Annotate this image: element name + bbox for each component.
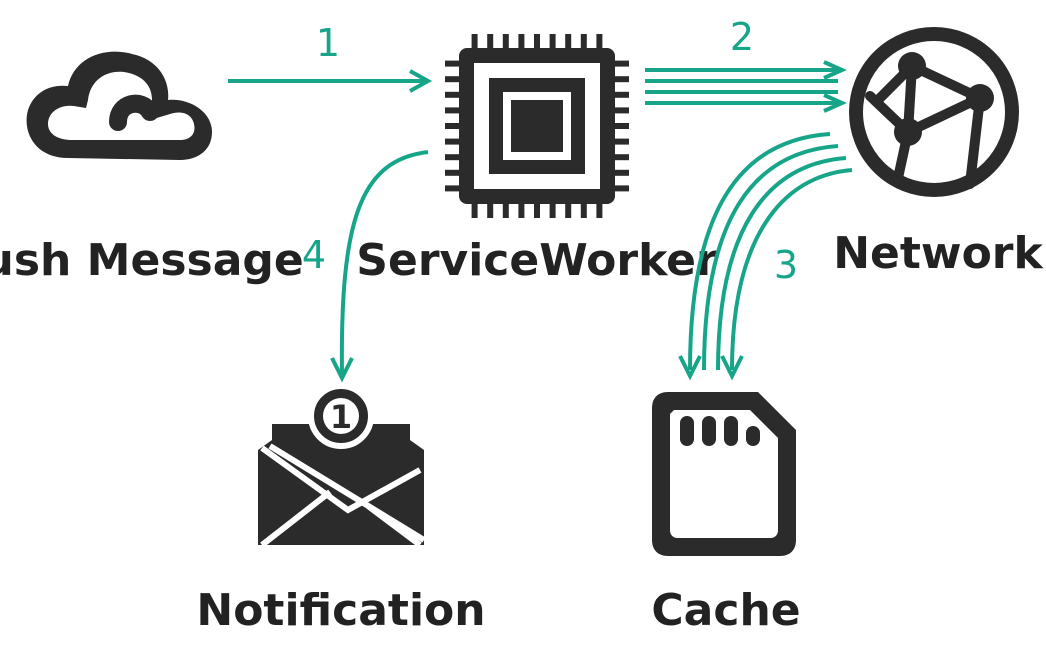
- chip-pin: [471, 34, 478, 48]
- chip-pin: [487, 34, 494, 48]
- chip-pin: [580, 34, 587, 48]
- chip-pin: [596, 34, 603, 48]
- chip-pin: [565, 34, 572, 48]
- envelope-icon: 1: [258, 383, 426, 548]
- serviceworker-label: ServiceWorker: [356, 235, 718, 286]
- chip-icon: [445, 34, 629, 218]
- chip-pin: [615, 107, 629, 114]
- chip-pin: [518, 204, 525, 218]
- chip-pin: [615, 76, 629, 83]
- cache-label: Cache: [651, 585, 800, 636]
- chip-pin: [445, 154, 459, 161]
- chip-pin: [565, 204, 572, 218]
- globe-network-icon: [849, 27, 1019, 197]
- chip-pin: [502, 204, 509, 218]
- cloud-icon: [26, 51, 213, 160]
- step-4-label: 4: [302, 233, 326, 277]
- chip-pin: [445, 138, 459, 145]
- chip-pin: [518, 34, 525, 48]
- notification-label: Notification: [196, 585, 485, 636]
- chip-pin: [615, 169, 629, 176]
- notification-badge-count: 1: [330, 398, 352, 436]
- chip-pin: [445, 91, 459, 98]
- arrow-network-to-cache: [678, 132, 853, 381]
- step-1-label: 1: [316, 21, 340, 65]
- chip-pin: [502, 34, 509, 48]
- chip-pin: [549, 34, 556, 48]
- chip-pin: [445, 185, 459, 192]
- chip-pin: [534, 204, 540, 218]
- arrow-serviceworker-to-network: [645, 60, 847, 113]
- step-2-label: 2: [730, 15, 754, 59]
- chip-pin: [615, 154, 629, 161]
- arrow-push-to-serviceworker: [228, 69, 433, 93]
- notification-badge: 1: [308, 383, 374, 449]
- step-3-label: 3: [774, 243, 798, 287]
- chip-pin: [615, 185, 629, 192]
- network-label: Network: [833, 228, 1044, 279]
- chip-pin: [549, 204, 556, 218]
- sd-card-icon: [652, 392, 796, 556]
- chip-pin: [596, 204, 603, 218]
- chip-pin: [445, 60, 459, 67]
- push-message-label: Push Message: [0, 235, 304, 286]
- chip-pin: [487, 204, 494, 218]
- chip-pin: [471, 204, 478, 218]
- chip-pin: [445, 169, 459, 176]
- chip-pin: [445, 123, 459, 129]
- chip-pin: [615, 60, 629, 67]
- chip-pin: [534, 34, 540, 48]
- chip-pin: [445, 107, 459, 114]
- arrow-serviceworker-to-notification: [330, 150, 429, 383]
- chip-pin: [615, 123, 629, 129]
- chip-pin: [580, 204, 587, 218]
- chip-pin: [615, 138, 629, 145]
- chip-pin: [445, 76, 459, 83]
- chip-pin: [615, 91, 629, 98]
